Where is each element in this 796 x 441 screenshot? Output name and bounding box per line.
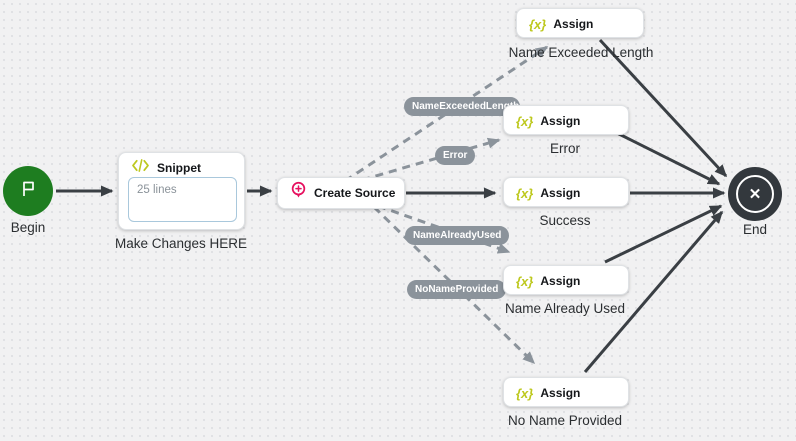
edge-createsource-error xyxy=(361,137,501,182)
curly-x-icon: {x} xyxy=(516,273,534,289)
assign-title: Assign xyxy=(540,386,581,400)
snippet-title: Snippet xyxy=(157,161,201,175)
pin-plus-icon xyxy=(290,181,307,205)
edge-createsource-nonameprovided xyxy=(372,205,536,365)
assign-title: Assign xyxy=(553,17,594,31)
edge-error-end xyxy=(616,131,721,186)
assign-node-success[interactable]: {x} Assign xyxy=(503,177,629,207)
assign-caption-error: Error xyxy=(550,141,580,156)
assign-title: Assign xyxy=(540,114,581,128)
curly-x-icon: {x} xyxy=(516,113,534,129)
assign-caption-name-exceeded: Name Exceeded Length xyxy=(508,45,654,60)
assign-node-name-exceeded[interactable]: {x} Assign xyxy=(516,8,644,38)
edge-label-name-exceeded[interactable]: NameExceededLength xyxy=(404,97,520,116)
assign-title: Assign xyxy=(540,186,581,200)
curly-x-icon: {x} xyxy=(516,185,534,201)
assign-node-name-already-used[interactable]: {x} Assign xyxy=(503,265,629,295)
code-icon xyxy=(131,158,150,178)
begin-node[interactable] xyxy=(3,166,53,216)
curly-x-icon: {x} xyxy=(529,16,547,32)
edge-label-name-already-used[interactable]: NameAlreadyUsed xyxy=(405,226,510,245)
assign-title: Assign xyxy=(540,274,581,288)
close-icon: ✕ xyxy=(748,185,762,203)
end-node[interactable]: ✕ xyxy=(728,167,782,221)
edge-nameexceeded-end xyxy=(598,38,728,178)
edge-createsource-nameexceeded xyxy=(344,45,549,183)
snippet-caption: Make Changes HERE xyxy=(114,236,248,251)
begin-label: Begin xyxy=(10,220,46,235)
assign-caption-success: Success xyxy=(539,213,591,228)
create-source-node[interactable]: Create Source xyxy=(277,177,405,209)
edge-label-error[interactable]: Error xyxy=(435,146,476,165)
edge-label-no-name-provided[interactable]: NoNameProvided xyxy=(407,280,507,299)
edge-nonameprovided-end xyxy=(583,210,724,373)
snippet-line-count: 25 lines xyxy=(128,177,237,222)
end-label: End xyxy=(742,222,768,237)
snippet-node[interactable]: Snippet 25 lines xyxy=(118,152,245,230)
assign-caption-name-already-used: Name Already Used xyxy=(504,301,626,316)
curly-x-icon: {x} xyxy=(516,385,534,401)
flag-icon xyxy=(17,178,39,205)
assign-caption-no-name-provided: No Name Provided xyxy=(507,413,623,428)
create-source-title: Create Source xyxy=(314,186,396,200)
edge-namealreadyused-end xyxy=(604,204,723,264)
assign-node-no-name-provided[interactable]: {x} Assign xyxy=(503,377,629,407)
assign-node-error[interactable]: {x} Assign xyxy=(503,105,629,135)
